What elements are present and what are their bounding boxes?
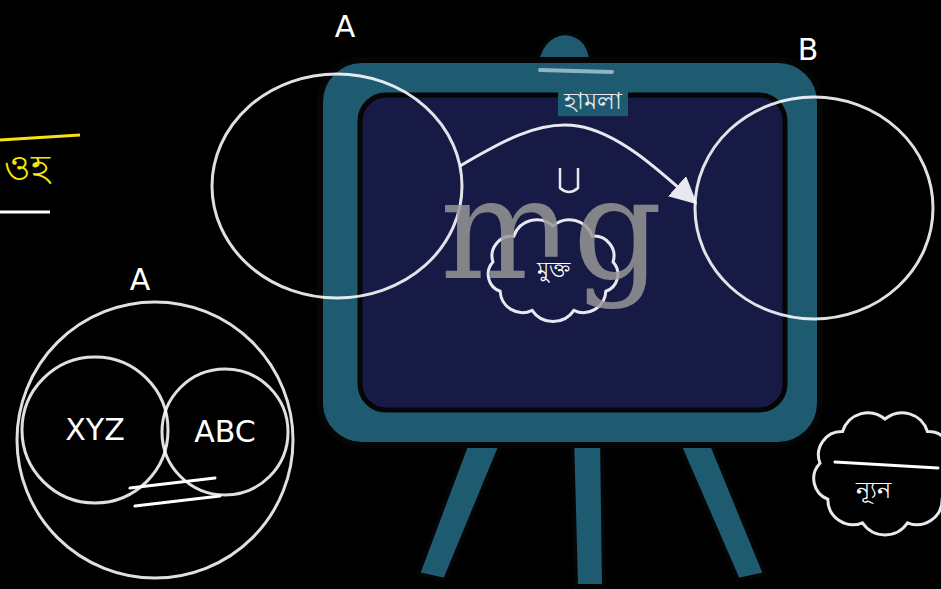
side-note: ওহ: [4, 150, 50, 186]
shape-outline: [693, 95, 935, 321]
node-text: ন্যূন: [856, 476, 891, 505]
set-outline: [695, 97, 933, 319]
node-text: ABC: [194, 414, 256, 450]
thought-cloud: ন্যূন: [805, 405, 941, 540]
board-highlight: [540, 70, 612, 72]
set-outline: [22, 357, 168, 503]
set-name: A: [130, 262, 151, 298]
set-circle: XYZABCA: [15, 300, 295, 580]
cloud-underline: [835, 462, 938, 468]
set-name: B: [798, 32, 819, 68]
set-circle: ABC: [160, 367, 290, 497]
set-outline: [17, 302, 293, 578]
set-outline: [212, 74, 462, 298]
underline-mark: [0, 211, 50, 214]
edge-label: হামলা: [558, 87, 628, 116]
board-surface: [360, 95, 785, 410]
set-ellipse: B: [693, 95, 935, 321]
equal-stroke: [135, 496, 220, 506]
shape-outline: [805, 405, 941, 540]
node-text: XYZ: [65, 412, 124, 448]
node-text: মুক্ত: [533, 256, 574, 282]
set-circle: XYZ: [20, 355, 170, 505]
easel-legs: [418, 435, 765, 586]
set-name: A: [335, 9, 356, 45]
cloud-outline: [488, 220, 618, 322]
shape-outline: [210, 72, 464, 300]
set-outline: [162, 369, 288, 495]
cloud-outline: [814, 413, 941, 535]
underline-mark: [0, 135, 80, 140]
set-ellipse: A: [210, 72, 464, 300]
